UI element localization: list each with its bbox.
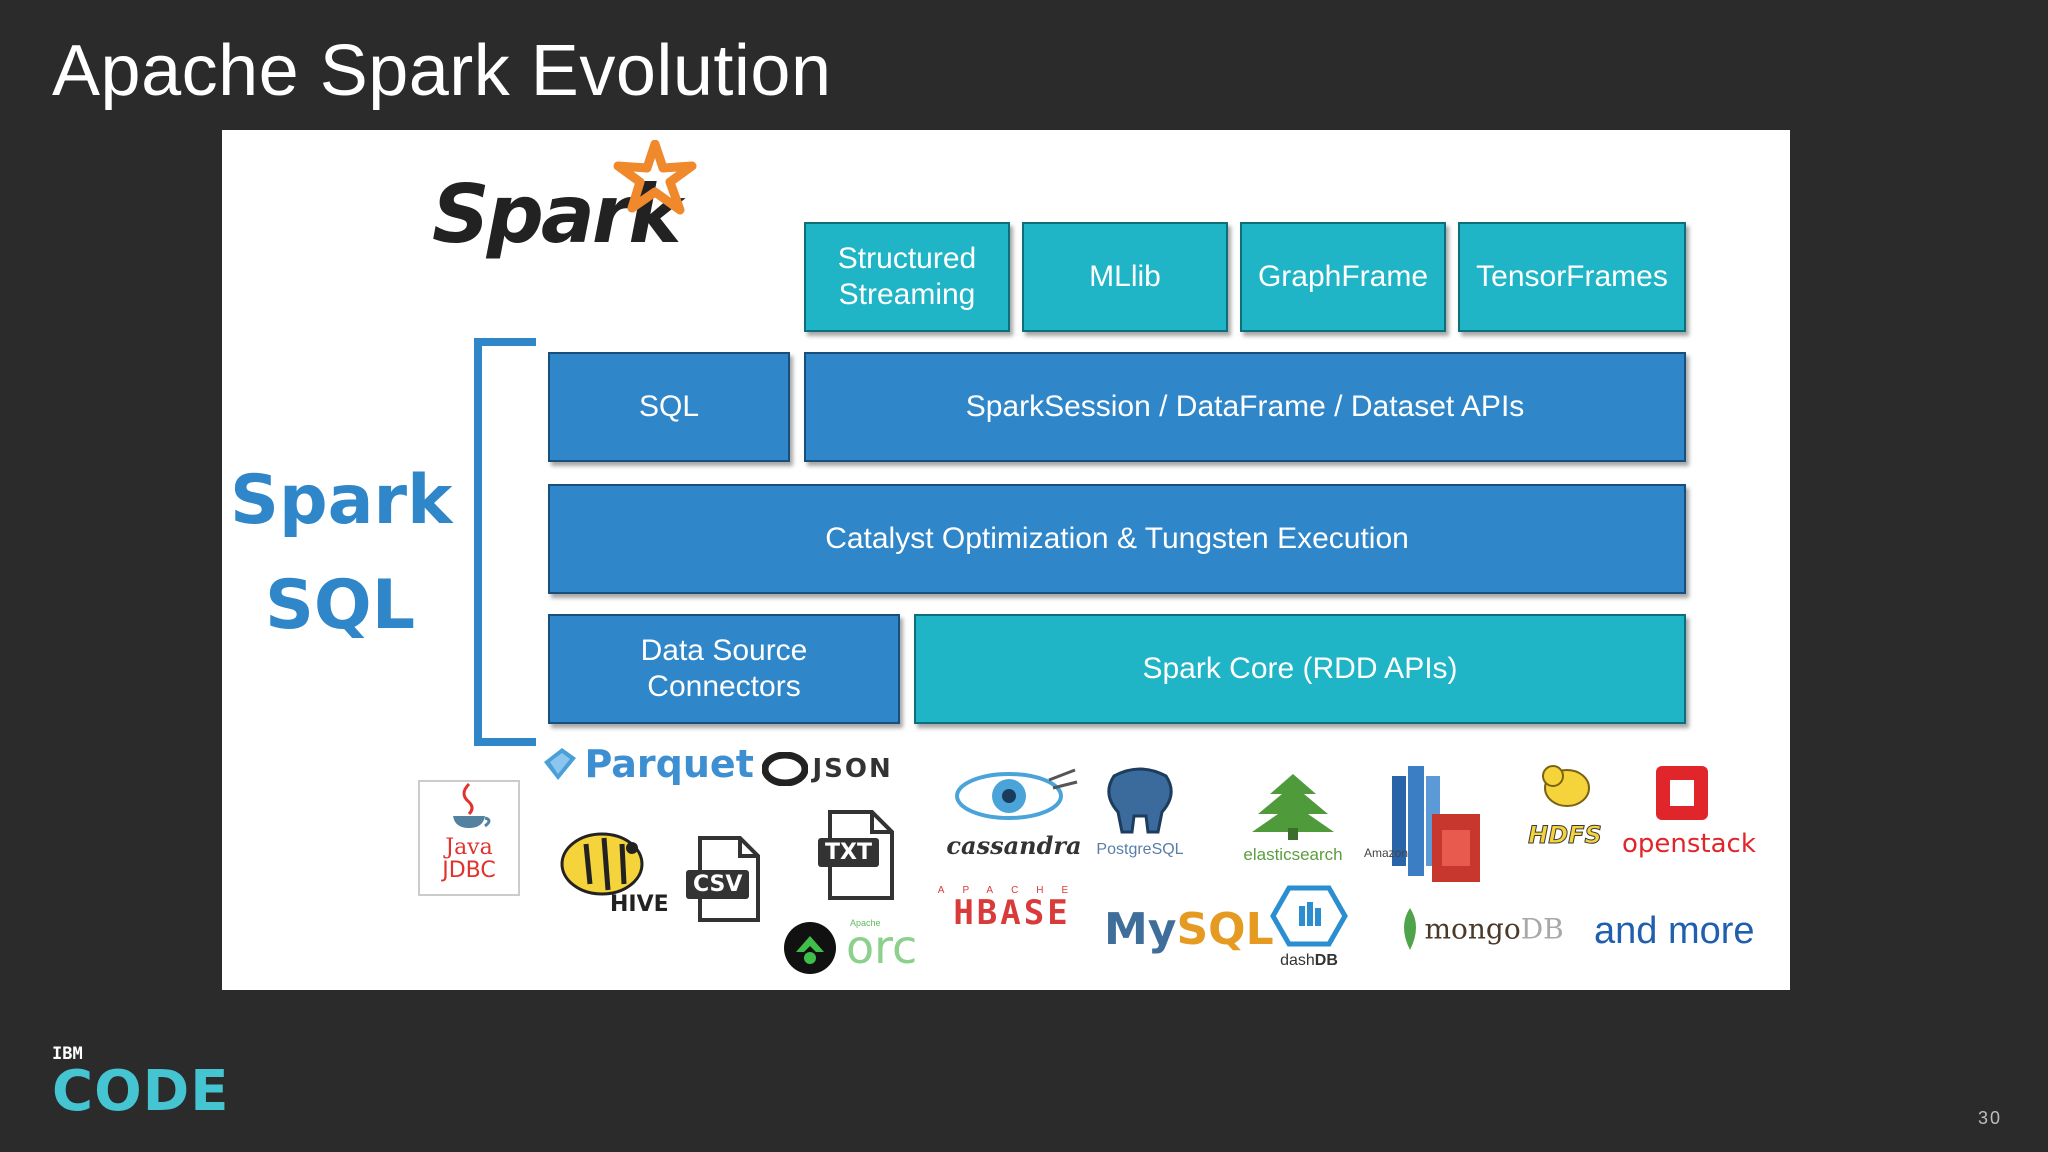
dashdb-icon (1270, 885, 1348, 947)
openstack-icon (1656, 766, 1708, 820)
json-icon (761, 751, 809, 787)
diagram-panel: Spark Structured Streaming MLlib GraphFr… (222, 130, 1790, 990)
postgresql-elephant-icon (1107, 767, 1173, 834)
hbase-logo: APACHE HBASE (937, 885, 1087, 933)
spark-logo: Spark (432, 140, 702, 261)
elasticsearch-logo: elasticsearch (1228, 770, 1358, 865)
cassandra-eye-icon (955, 768, 1078, 820)
mongodb-leaf-icon (1404, 908, 1416, 950)
parquet-icon (544, 748, 576, 780)
tensorframes-box: TensorFrames (1458, 222, 1686, 332)
postgresql-logo: PostgreSQL (1080, 766, 1200, 859)
amazon-logo: Amazon (1364, 766, 1484, 886)
java-jdbc-logo: Java JDBC (418, 780, 520, 896)
orc-logo: Apache orc (782, 916, 932, 986)
spark-sql-label: Spark SQL (230, 461, 453, 646)
graphframe-box: GraphFrame (1240, 222, 1446, 332)
cassandra-logo: cassandra (934, 766, 1094, 860)
ibm-code-logo: IBM CODE (52, 1044, 229, 1120)
openstack-logo: openstack (1622, 762, 1756, 859)
txt-file-icon: TXT (816, 808, 896, 907)
slide-title: Apache Spark Evolution (52, 31, 832, 111)
hive-bee-icon (560, 832, 644, 896)
data-source-connectors-box: Data Source Connectors (548, 614, 900, 724)
mllib-box: MLlib (1022, 222, 1228, 332)
mongodb-logo: mongoDB (1400, 906, 1564, 952)
amazon-s3-icon (1432, 814, 1480, 882)
dashdb-logo: dashDB (1264, 884, 1354, 969)
code-label: CODE (52, 1059, 230, 1124)
dataframe-apis-box: SparkSession / DataFrame / Dataset APIs (804, 352, 1686, 462)
java-cup-icon (453, 782, 491, 828)
catalyst-box: Catalyst Optimization & Tungsten Executi… (548, 484, 1686, 594)
spark-star-icon (613, 140, 697, 215)
mysql-logo: MySQL (1104, 904, 1274, 955)
hdfs-logo: HDFS (1518, 762, 1612, 850)
orc-icon (784, 922, 836, 974)
hadoop-elephant-icon (1542, 765, 1590, 807)
csv-file-icon: CSV (686, 834, 762, 929)
json-logo: JSON (761, 751, 893, 787)
hive-logo: HIVE (556, 824, 669, 920)
sql-box: SQL (548, 352, 790, 462)
structured-streaming-box: Structured Streaming (804, 222, 1010, 332)
spark-sql-bracket (474, 338, 536, 746)
parquet-logo: Parquet (540, 742, 754, 786)
ibm-label: IBM (52, 1044, 83, 1064)
and-more-text: and more (1594, 910, 1755, 952)
page-number: 30 (1977, 1108, 2002, 1128)
elasticsearch-tree-icon (1252, 774, 1334, 840)
spark-core-box: Spark Core (RDD APIs) (914, 614, 1686, 724)
